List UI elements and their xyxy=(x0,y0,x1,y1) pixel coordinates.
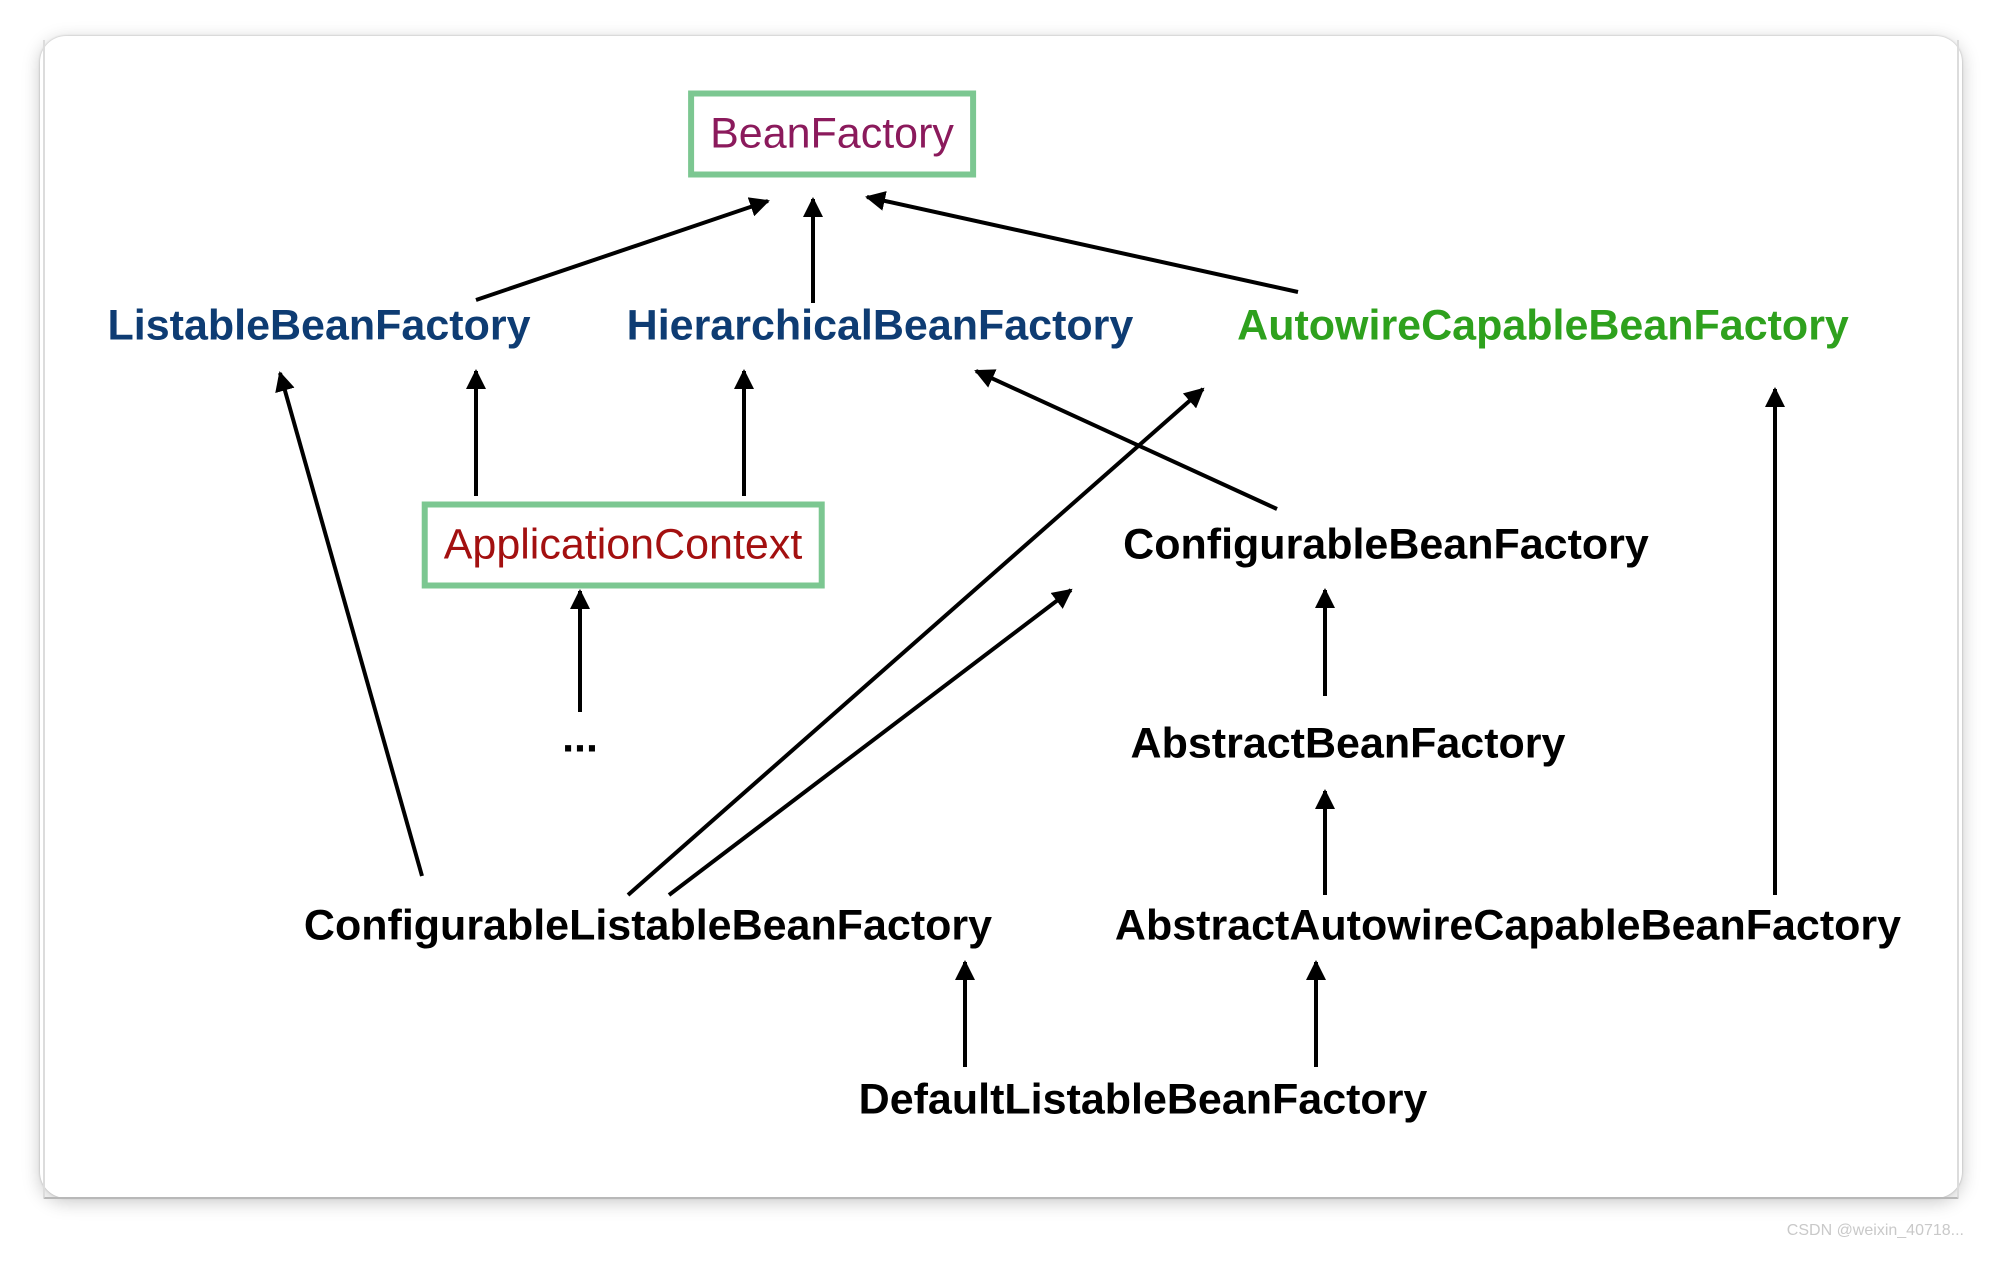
beanfactory-label: BeanFactory xyxy=(710,109,954,158)
watermark: CSDN @weixin_40718... xyxy=(1786,1222,1964,1239)
arrow-configlistable-to-listable xyxy=(275,371,424,877)
arrow-autowire-to-beanfactory xyxy=(865,191,1299,294)
listablebeanfactory-node: ListableBeanFactory xyxy=(107,301,531,350)
arrow-configurable-to-hierarchical xyxy=(974,369,1278,511)
autowirecapablebeanfactory-node: AutowireCapableBeanFactory xyxy=(1237,301,1849,350)
applicationcontext-node: ApplicationContext xyxy=(421,501,825,589)
abstractbeanfactory-node: AbstractBeanFactory xyxy=(1130,719,1566,768)
applicationcontext-label: ApplicationContext xyxy=(443,520,803,569)
diagram-frame xyxy=(40,36,1962,1198)
beanfactory-node: BeanFactory xyxy=(688,90,976,178)
defaultlistablebeanfactory-node: DefaultListableBeanFactory xyxy=(858,1075,1428,1124)
configurablebeanfactory-node: ConfigurableBeanFactory xyxy=(1123,520,1649,569)
arrow-configlistable-to-autowire xyxy=(626,387,1205,897)
hierarchicalbeanfactory-node: HierarchicalBeanFactory xyxy=(626,301,1134,350)
abstractautowirecapablebeanfactory-node: AbstractAutowireCapableBeanFactory xyxy=(1114,901,1902,950)
frame-edge xyxy=(43,40,1959,1199)
arrow-configlistable-to-configurable xyxy=(667,588,1073,897)
configurablelistablebeanfactory-node: ConfigurableListableBeanFactory xyxy=(303,901,993,950)
arrow-listable-to-beanfactory xyxy=(475,197,770,302)
ellipsis-node: ... xyxy=(562,713,598,762)
